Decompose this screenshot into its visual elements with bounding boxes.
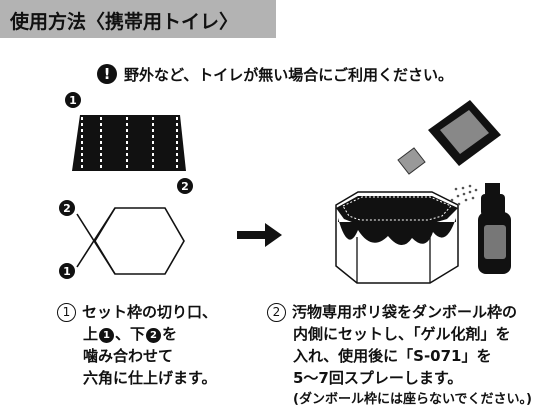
svg-text:2: 2 [181,180,189,193]
header-bar: 使用方法〈携帯用トイレ〉 [0,0,276,38]
step-1-line-2c: を [162,325,178,343]
step-1-line-2a: 上 [83,325,99,343]
assembled-frame [335,191,459,284]
right-arrow-icon [237,223,282,247]
marker-2-right: 2 [177,178,193,194]
spray-bottle [478,183,511,274]
marker-2-inline: 2 [146,328,162,343]
step-2-text: 2 汚物専用ポリ袋をダンボール枠の 内側にセットし、「ゲル化剤」を 入れ、使用後に… [267,301,532,411]
notice: ! 野外など、トイレが無い場合にご利用ください。 [97,62,453,86]
step-2-number: 2 [267,303,286,322]
step-1-line-2b: 、下 [115,325,146,343]
step-2-note: (ダンボール枠には座らないでください。) [293,392,532,407]
step-1-line-3: 噛み合わせて [83,347,174,365]
svg-text:1: 1 [69,94,77,107]
gel-packet [428,100,501,166]
spray-mist [450,184,478,206]
step-2-line-4: 5〜7回スプレーします。 [293,369,463,387]
hexagon-diagram [76,207,185,275]
gel-granules [397,147,426,175]
step-1-line-4: 六角に仕上げます。 [83,369,217,387]
notice-text: 野外など、トイレが無い場合にご利用ください。 [124,65,453,84]
step-2-line-2: 内側にセットし、「ゲル化剤」を [293,325,511,343]
svg-text:2: 2 [63,202,71,215]
page-title: 使用方法〈携帯用トイレ〉 [10,11,239,33]
step-2-line-1: 汚物専用ポリ袋をダンボール枠の [292,303,518,321]
marker-2-left: 2 [59,200,75,216]
exclamation-icon: ! [97,64,117,84]
step-1-line-1: セット枠の切り口、 [82,303,218,321]
marker-1-bottom: 1 [59,263,75,279]
step-1-number: 1 [57,303,76,322]
cardboard-strip [65,115,193,171]
step-2-line-3: 入れ、使用後に「S-071」を [293,347,492,365]
marker-1-top: 1 [65,92,81,108]
marker-1-inline: 1 [99,328,115,343]
svg-text:1: 1 [63,265,71,278]
